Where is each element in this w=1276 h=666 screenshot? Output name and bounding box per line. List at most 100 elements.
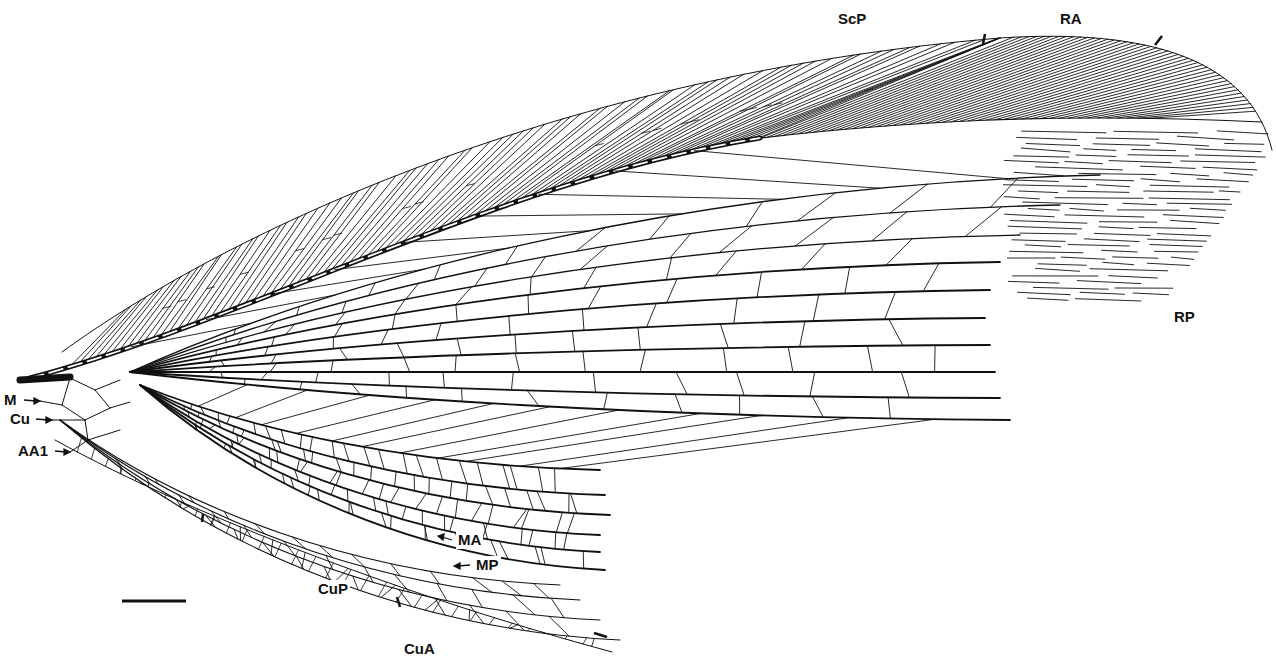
cross-vein (529, 530, 533, 546)
cross-vein (469, 610, 471, 621)
cross-vein (296, 400, 435, 434)
radial-branch (130, 262, 1000, 372)
cross-vein (382, 513, 387, 528)
cross-vein (499, 541, 508, 559)
posterior-veinlet (489, 618, 494, 625)
apical-veinlet (1019, 191, 1058, 193)
costal-veinlet (749, 108, 757, 110)
cross-vein (392, 314, 395, 329)
cross-vein (810, 372, 815, 396)
cross-vein (236, 390, 308, 418)
cross-vein (444, 516, 445, 531)
costal-veinlet (645, 51, 881, 163)
vein-label: Cu (8, 410, 32, 428)
cross-vein (324, 567, 330, 580)
cross-vein (362, 480, 369, 494)
apical-veinlet (1004, 197, 1039, 199)
costal-veinlet (508, 91, 670, 205)
cross-vein (221, 361, 224, 367)
posterior-veinlet (547, 633, 549, 634)
cross-vein (737, 372, 745, 395)
costal-veinlet (1004, 65, 1203, 120)
tick-mark (202, 514, 203, 522)
cross-vein (716, 251, 737, 275)
cross-vein (259, 454, 262, 463)
cross-vein (353, 576, 358, 590)
basal-cell-wall (62, 405, 85, 420)
apical-veinlet (1028, 209, 1059, 211)
cross-vein (353, 463, 354, 476)
cross-vein (237, 338, 242, 345)
cross-vein (583, 551, 585, 569)
basal-cell-wall (52, 420, 85, 421)
median-cubital-branch (140, 385, 600, 535)
cross-vein (207, 295, 336, 320)
cross-vein (505, 246, 517, 264)
cross-vein (216, 350, 217, 355)
cross-vein (379, 450, 385, 470)
cross-vein (403, 454, 407, 474)
cross-vein (115, 458, 121, 465)
cross-vein (537, 491, 546, 511)
apical-veinlet (1140, 166, 1195, 168)
cross-vein (541, 547, 545, 564)
cross-vein (347, 489, 349, 501)
posterior-veinlet (433, 600, 441, 612)
cross-vein (264, 322, 276, 333)
cross-vein (316, 372, 319, 382)
cross-vein (388, 372, 390, 385)
cross-vein (271, 460, 272, 468)
costal-veinlet (1078, 87, 1235, 119)
cross-vein (224, 512, 228, 519)
cross-vein (274, 269, 424, 293)
apical-veinlet (1115, 288, 1173, 289)
cross-vein (237, 435, 238, 444)
vein-label: MA (456, 531, 483, 549)
apical-veinlet (1225, 143, 1264, 145)
apical-veinlet (1147, 263, 1189, 265)
cross-vein (885, 292, 896, 319)
cross-vein (491, 540, 498, 557)
posterior-veinlet (326, 563, 334, 578)
cross-vein (592, 638, 595, 646)
cross-vein (512, 372, 514, 390)
costal-veinlet (738, 38, 1000, 142)
cross-vein (231, 440, 233, 447)
costal-veinlet (535, 82, 708, 196)
cross-vein (604, 392, 608, 409)
apical-veinlet (1171, 257, 1194, 259)
apical-veinlet (1219, 191, 1240, 192)
cross-vein (720, 324, 728, 348)
costal-veinlet (1148, 111, 1256, 118)
cross-vein (572, 331, 574, 352)
cross-vein (502, 581, 521, 596)
apical-veinlet (1014, 156, 1069, 157)
posterior-veinlet (452, 606, 459, 616)
cross-vein (332, 403, 494, 441)
cross-vein (224, 444, 226, 448)
cross-vein (281, 430, 285, 444)
costal-veinlet (517, 90, 673, 202)
cross-vein (308, 486, 310, 495)
anal-vein (60, 420, 620, 640)
cross-vein (211, 516, 215, 525)
cross-vein (198, 385, 247, 407)
vein-label: CuA (402, 640, 437, 658)
costal-veinlet (608, 61, 815, 172)
cross-vein (265, 347, 268, 356)
costal-veinlet (463, 108, 600, 220)
cross-vein (304, 449, 306, 461)
cross-vein (416, 493, 427, 509)
cross-vein (131, 323, 251, 347)
cross-vein (723, 348, 726, 372)
cross-vein (438, 413, 701, 458)
costal-veinlet (178, 300, 186, 302)
posterior-veinlet (470, 612, 476, 621)
cross-vein (386, 501, 389, 515)
vein-label: MP (474, 556, 501, 574)
apical-veinlet (1224, 173, 1253, 175)
posterior-veinlet (91, 448, 95, 459)
apical-veinlet (1038, 264, 1086, 266)
apical-veinlet (1163, 215, 1223, 218)
cross-vein (349, 502, 350, 514)
